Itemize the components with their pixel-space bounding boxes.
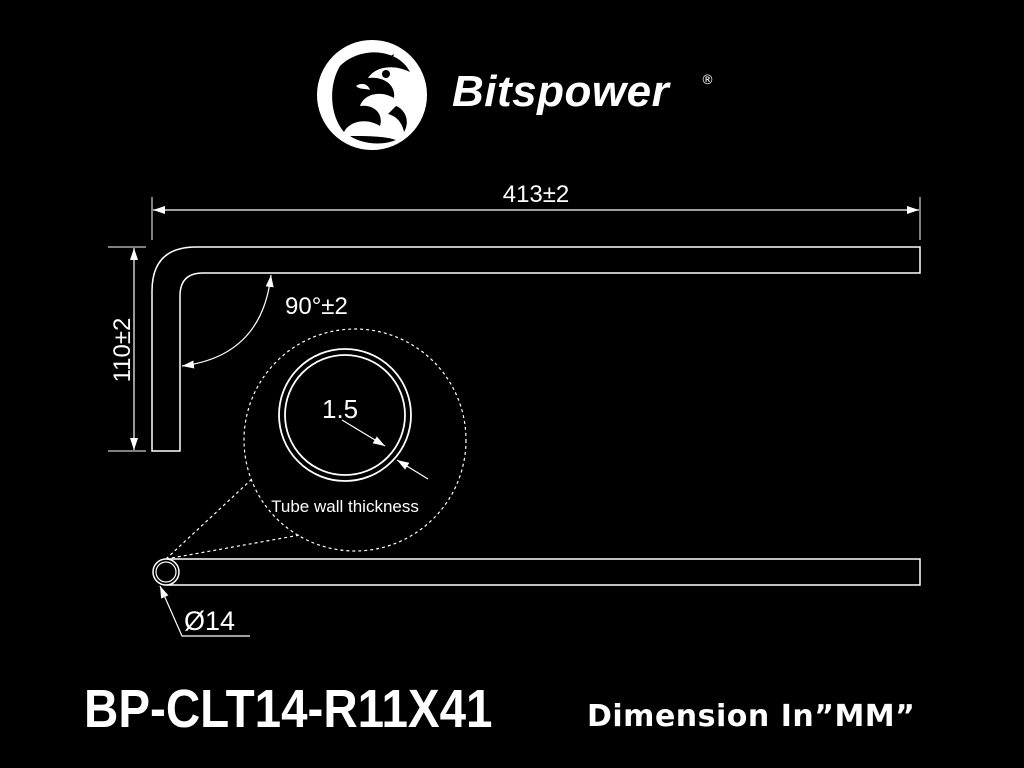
units-note: Dimension In”MM” bbox=[587, 699, 916, 734]
tube-end-outer bbox=[152, 558, 180, 586]
wall-thickness-label: Tube wall thickness bbox=[271, 497, 419, 516]
bent-tube-outline bbox=[151, 246, 921, 452]
angle-arc bbox=[181, 274, 274, 369]
length-label: 413±2 bbox=[503, 181, 570, 208]
diameter-leader bbox=[159, 585, 250, 637]
wall-arrow-outer bbox=[396, 459, 429, 480]
tube-end-inner bbox=[155, 561, 177, 583]
brand-name: Bitspower bbox=[452, 67, 670, 116]
callout-leader-bottom bbox=[165, 534, 301, 560]
callout-leader-top bbox=[165, 478, 253, 560]
wall-thickness-value: 1.5 bbox=[322, 394, 358, 424]
model-number: BP-CLT14-R11X41 bbox=[84, 679, 493, 739]
height-label: 110±2 bbox=[109, 318, 136, 383]
dragon-emblem-icon bbox=[317, 40, 427, 150]
diameter-label: Ø14 bbox=[184, 606, 235, 636]
straight-tube-outline bbox=[166, 558, 921, 586]
wall-arrow-inner bbox=[341, 419, 386, 447]
tube-section-inner bbox=[284, 354, 406, 476]
angle-label: 90°±2 bbox=[285, 293, 348, 320]
detail-callout-circle bbox=[243, 328, 467, 552]
registered-mark: ® bbox=[701, 73, 714, 88]
tube-section-outer bbox=[278, 348, 412, 482]
